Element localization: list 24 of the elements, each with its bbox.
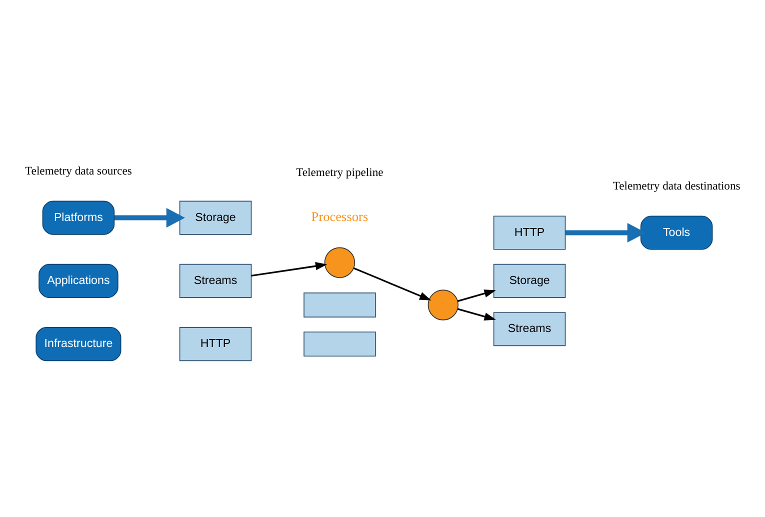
label: Telemetry data destinations xyxy=(612,179,740,192)
node-box: Streams xyxy=(493,312,566,346)
arrow xyxy=(353,267,432,300)
arrow xyxy=(457,290,496,302)
arrow xyxy=(251,262,328,277)
node-box: Platforms xyxy=(42,200,115,235)
node-box xyxy=(304,292,376,318)
node-box: Infrastructure xyxy=(36,327,122,362)
arrow xyxy=(457,308,496,321)
label: Processors xyxy=(311,208,368,224)
node-circle xyxy=(324,247,356,278)
arrow xyxy=(566,222,646,243)
node-box: Streams xyxy=(179,264,252,298)
node-box: HTTP xyxy=(493,216,566,250)
node-box xyxy=(304,332,376,357)
node-box: HTTP xyxy=(179,327,252,362)
label: Telemetry pipeline xyxy=(296,166,384,180)
node-box: Storage xyxy=(179,200,252,235)
arrow xyxy=(114,208,186,228)
node-box: Tools xyxy=(640,216,713,250)
node-circle xyxy=(428,290,459,320)
node-box: Storage xyxy=(493,264,566,298)
label: Telemetry data sources xyxy=(25,164,132,178)
node-box: Applications xyxy=(38,264,118,298)
